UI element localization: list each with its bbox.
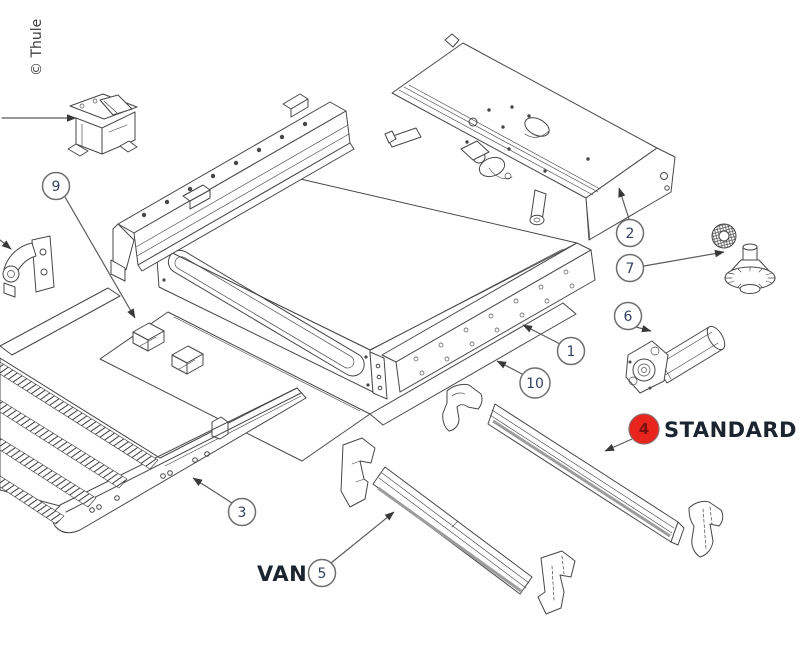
- label-van: VAN: [257, 562, 307, 586]
- callouts: 9 2 7 6 1 10 3: [41, 171, 725, 588]
- callout-9[interactable]: 9: [41, 171, 71, 201]
- frame-rail-holes: [413, 269, 575, 376]
- step-tread-strips: [0, 361, 159, 525]
- svg-text:7: 7: [626, 261, 635, 277]
- rail-holes: [141, 121, 308, 218]
- callout-10[interactable]: 10: [519, 367, 551, 399]
- part-2-base-plate-drawing: [384, 33, 676, 241]
- part-5-van-strip-drawing: [340, 437, 576, 615]
- left-bracket-leader-arrow: [0, 239, 12, 250]
- callout-5[interactable]: 5: [307, 558, 337, 588]
- copyright-text: © Thule: [29, 19, 45, 76]
- step-bar-holes: [89, 451, 210, 513]
- part-7-gear-drawing: [711, 223, 776, 294]
- left-edge-bracket-drawing: [0, 235, 55, 298]
- part-3-step-platform-drawing: [0, 287, 307, 534]
- label-standard: STANDARD: [664, 418, 797, 442]
- callout-7[interactable]: 7: [615, 253, 645, 283]
- part-1-frame-drawing: [155, 174, 596, 400]
- part-6-motor-drawing: [625, 325, 726, 394]
- part-10-bottom-sheet-drawing: [99, 302, 577, 462]
- svg-text:2: 2: [626, 226, 635, 242]
- svg-text:4: 4: [639, 420, 649, 438]
- svg-text:10: 10: [526, 376, 544, 392]
- callout-3[interactable]: 3: [227, 497, 257, 527]
- svg-text:6: 6: [624, 309, 633, 325]
- svg-text:1: 1: [567, 344, 576, 360]
- svg-text:9: 9: [52, 179, 61, 195]
- plate-screw-dots: [465, 105, 590, 173]
- part-9-clips-drawing: [132, 322, 204, 375]
- callout-1[interactable]: 1: [556, 336, 586, 366]
- top-left-bracket-drawing: [1, 93, 138, 157]
- callout-6[interactable]: 6: [613, 301, 643, 331]
- part-4-standard-strip-drawing: [442, 383, 724, 558]
- callout-4-highlighted[interactable]: 4: [628, 413, 660, 445]
- callout-2[interactable]: 2: [615, 218, 645, 248]
- mounting-rail-drawing: [110, 93, 355, 282]
- svg-text:5: 5: [318, 566, 327, 582]
- svg-text:3: 3: [238, 505, 247, 521]
